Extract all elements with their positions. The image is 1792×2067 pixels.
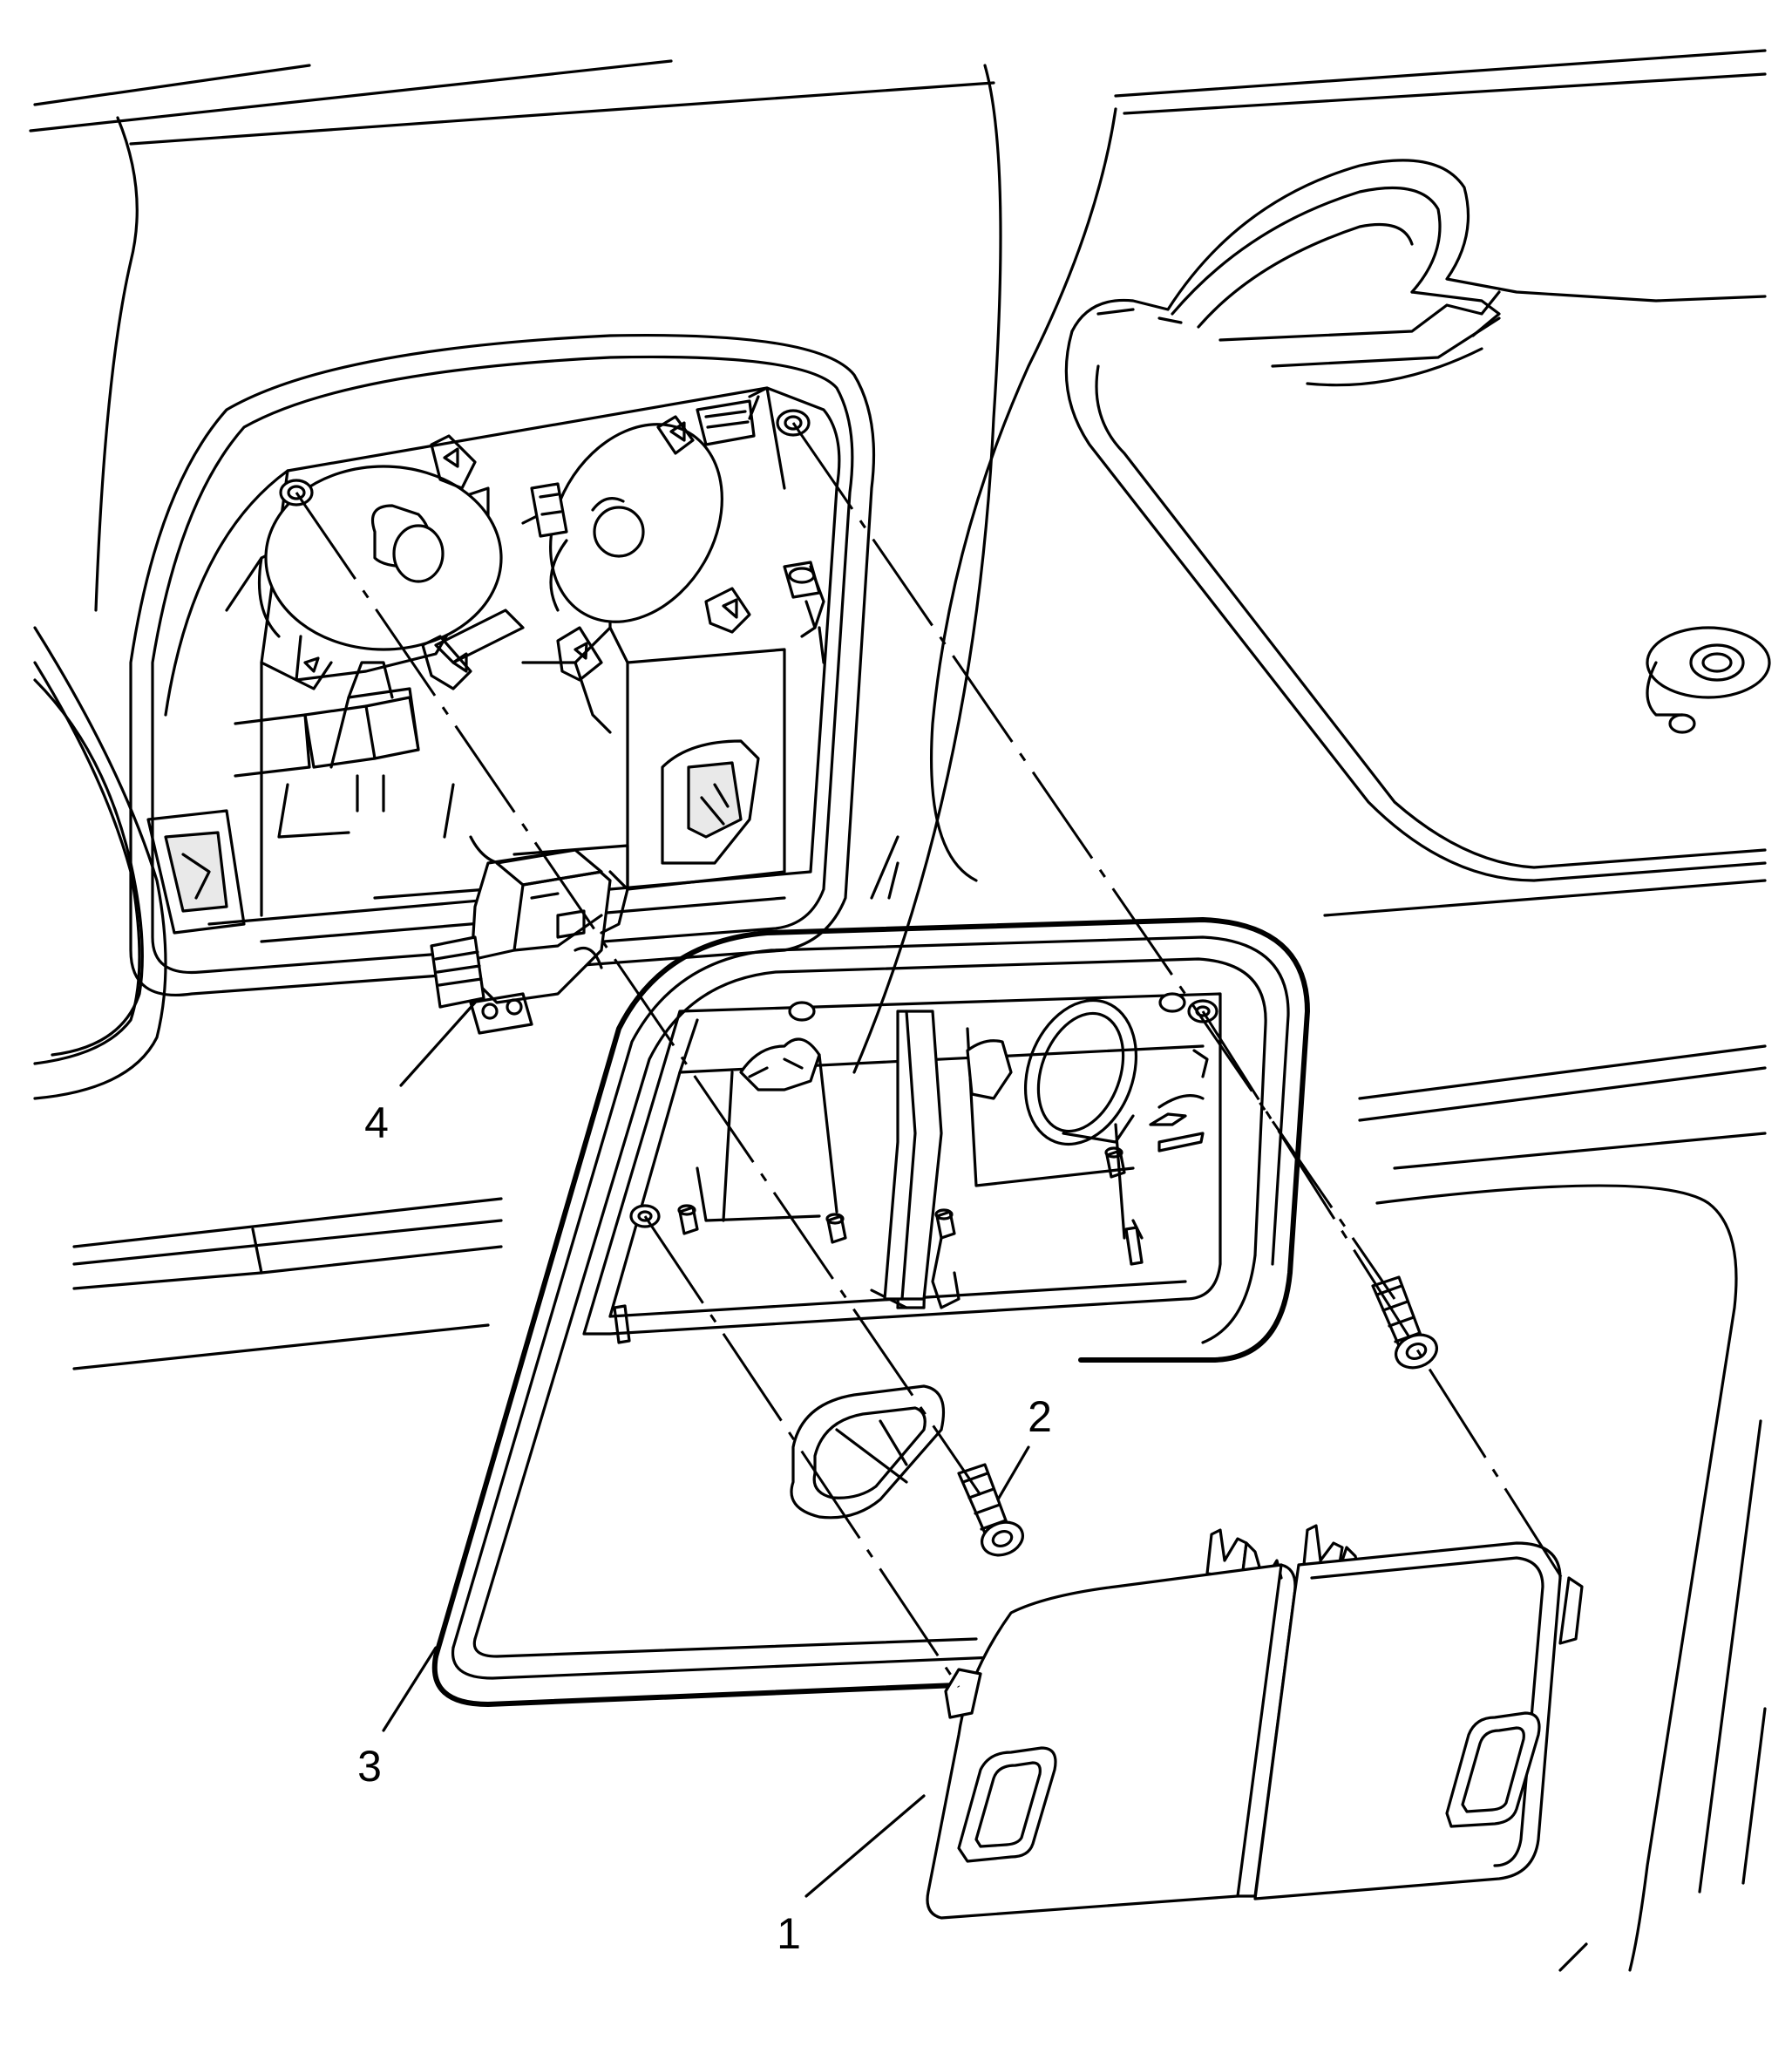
callout-1-label: 1 xyxy=(777,1909,801,1958)
callout-1-leader xyxy=(804,1794,926,1898)
lens-left-half xyxy=(926,1563,1283,1920)
connector-part xyxy=(430,848,629,1035)
headliner-background xyxy=(29,49,1767,1972)
lens-part xyxy=(926,1524,1584,1920)
callout-2-label: 2 xyxy=(1028,1392,1052,1441)
callout-3-label: 3 xyxy=(357,1742,382,1791)
callout-4-label: 4 xyxy=(364,1098,389,1147)
roof-opening xyxy=(33,333,876,1057)
grab-handle-background xyxy=(1064,159,1771,882)
grab-handle-fastener xyxy=(1646,626,1771,699)
callout-4-leader xyxy=(399,1001,477,1087)
housing-part xyxy=(431,917,1310,1707)
callout-3-leader xyxy=(382,1646,438,1732)
lens-switch-right xyxy=(1445,1711,1541,1828)
right-bulb xyxy=(593,506,645,558)
callout-leaders xyxy=(382,1001,1030,1898)
left-bulb xyxy=(392,524,445,583)
assembly-alignment-lines xyxy=(295,422,1566,1688)
callout-2-leader xyxy=(996,1445,1030,1501)
lens-switch-left xyxy=(957,1746,1057,1863)
callout-labels: 1 2 3 4 xyxy=(357,1098,1052,1958)
